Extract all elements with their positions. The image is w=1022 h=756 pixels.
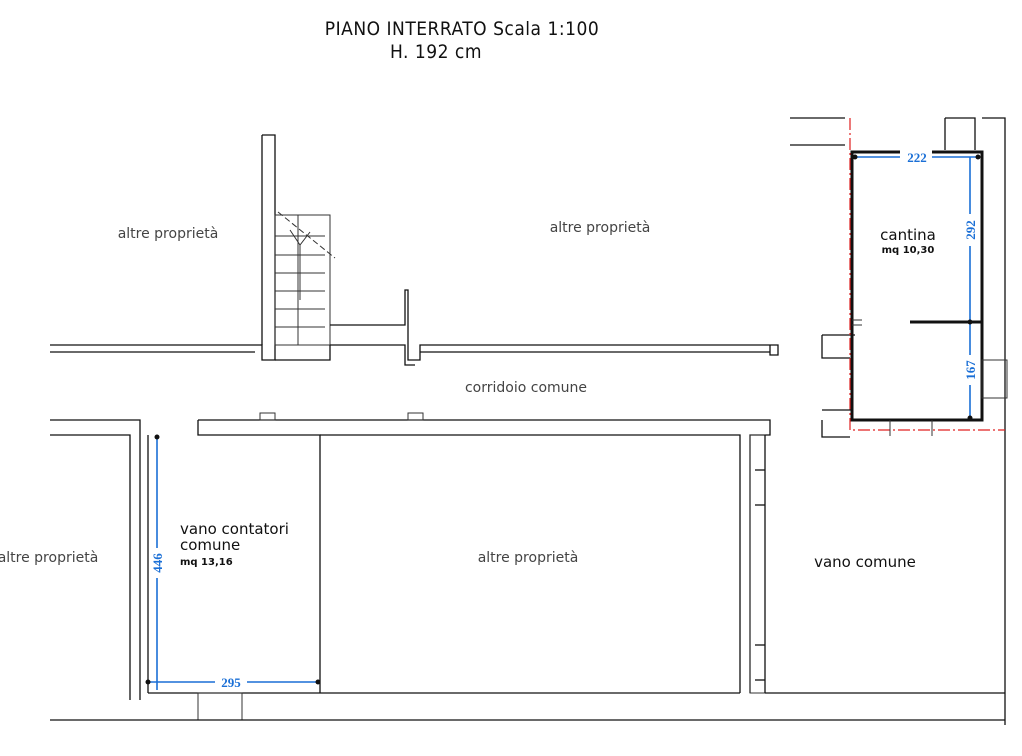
property-boundary — [849, 118, 1005, 431]
label-altre-bottom-left: altre proprietà — [0, 550, 98, 566]
contatori-name-line2: comune — [180, 536, 240, 554]
lower-walls — [50, 409, 1005, 721]
cantina-room — [849, 117, 1008, 725]
label-altre-top-center: altre proprietà — [550, 220, 651, 236]
cantina-height-lower-dim: 167 — [963, 360, 978, 380]
plan-title: PIANO INTERRATO Scala 1:100 — [325, 18, 599, 40]
cantina-name: cantina — [880, 226, 936, 244]
contatori-width-dim: 295 — [221, 675, 241, 690]
plan-height: H. 192 cm — [390, 41, 482, 63]
cantina-height-upper-dim: 292 — [963, 220, 978, 240]
label-altre-bottom-center: altre proprietà — [478, 550, 579, 566]
label-corridoio: corridoio comune — [465, 380, 587, 396]
cantina-width-dim: 222 — [907, 150, 927, 165]
contatori-area: mq 13,16 — [180, 557, 233, 568]
cantina-area: mq 10,30 — [882, 245, 935, 256]
contatori-height-dim: 446 — [150, 553, 165, 573]
contatori-name-line1: vano contatori — [180, 520, 289, 538]
label-vano-comune: vano comune — [814, 553, 916, 571]
upper-walls — [50, 117, 855, 366]
dimension-ticks — [145, 154, 981, 685]
label-altre-top-left: altre proprietà — [118, 226, 219, 242]
